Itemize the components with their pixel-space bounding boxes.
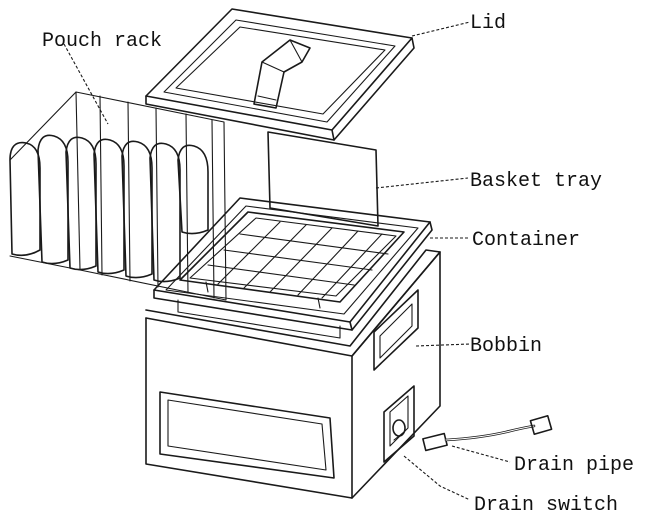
lid-part xyxy=(145,8,415,141)
label-drain-switch: Drain switch xyxy=(474,494,618,517)
front-window xyxy=(159,391,335,479)
leader-lines xyxy=(63,21,511,501)
side-window xyxy=(373,289,419,371)
container-part xyxy=(153,197,433,339)
part-labels: Lid Pouch rack Basket tray Container Bob… xyxy=(42,12,634,517)
label-lid: Lid xyxy=(470,12,506,35)
pouch-rack-loops xyxy=(9,134,209,283)
basket-tray-grid xyxy=(179,211,405,309)
pouch-rack-part xyxy=(9,91,227,301)
label-container: Container xyxy=(472,229,580,252)
bobbin-housing xyxy=(145,249,441,499)
lid-handle xyxy=(253,39,311,109)
label-basket-tray: Basket tray xyxy=(470,170,602,193)
drain-pipe-part xyxy=(422,414,553,452)
drain-switch-fitting xyxy=(383,385,415,463)
label-pouch-rack: Pouch rack xyxy=(42,30,162,53)
basket-tray-back-panel xyxy=(267,131,379,227)
label-bobbin: Bobbin xyxy=(470,335,542,358)
label-drain-pipe: Drain pipe xyxy=(514,454,634,477)
